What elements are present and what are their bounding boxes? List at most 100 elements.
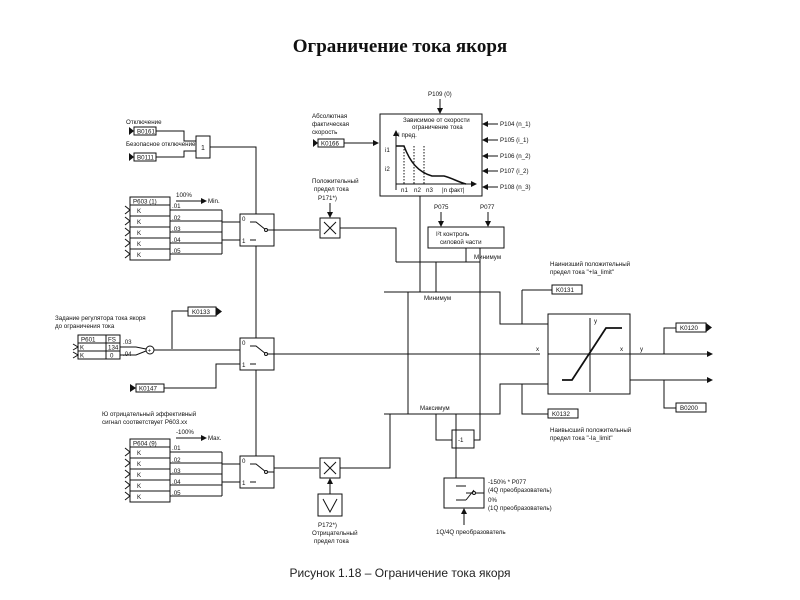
p077-label: P077: [480, 204, 495, 211]
svg-text:P603 (1): P603 (1): [133, 199, 157, 206]
svg-text:K: K: [80, 345, 85, 352]
summing-junction: +: [145, 345, 155, 355]
svg-text:K: K: [137, 450, 142, 457]
svg-text:y: y: [594, 318, 598, 325]
setpoint-label-1: Задание регулятора тока якоря: [55, 315, 146, 322]
svg-text:K: K: [137, 252, 142, 259]
p601-param-table: P601 FS K K 134 0 .03 .04: [72, 334, 147, 360]
svg-text:K0147: K0147: [139, 386, 157, 393]
q1q-label: (1Q преобразователь): [488, 505, 552, 512]
maximum-label: Максимум: [420, 405, 450, 412]
p075-label: P075: [434, 204, 449, 211]
abs-speed-label-2: фактическая: [312, 121, 349, 128]
svg-text:K: K: [80, 353, 85, 360]
connector-k0132: K0132: [547, 408, 579, 419]
pos-limit-label-1: Положительный: [312, 178, 359, 185]
highest-pos-label-2: предел тока "+Ia_limit": [550, 269, 614, 276]
svg-text:.03: .03: [172, 468, 181, 475]
neg-eff-label-1: Ю отрицательный эффективный: [102, 411, 197, 418]
q1q4q-label: 1Q/4Q преобразователь: [436, 529, 506, 536]
speed-dependent-limit-block: Зависимое от скорости ограничение тока I…: [379, 113, 483, 197]
svg-text:.05: .05: [172, 490, 181, 497]
svg-text:+: +: [148, 348, 152, 355]
svg-text:1: 1: [201, 145, 205, 152]
y-output-label: y: [640, 346, 644, 353]
lowest-neg-label-1: Наивысший положительный: [550, 427, 632, 434]
svg-text:.02: .02: [172, 457, 181, 464]
page-title: Ограничение тока якоря: [292, 36, 508, 57]
neg-limit-label-1: Отрицательный: [312, 530, 358, 537]
svg-text:P105 (i_1): P105 (i_1): [500, 137, 529, 144]
figure-caption: Рисунок 1.18 – Ограничение тока якоря: [289, 566, 511, 580]
svg-text:K0131: K0131: [556, 287, 574, 294]
svg-text:B0161: B0161: [137, 129, 155, 136]
pos-limit-label-2: предел тока: [314, 186, 349, 193]
svg-text:1: 1: [242, 362, 246, 369]
x-input-label: x: [536, 346, 540, 353]
svg-text:ограничение тока: ограничение тока: [412, 124, 463, 131]
neg-limit-label-2: предел тока: [314, 538, 349, 545]
p603-param-table: P603 (1) K K K K K .01 .02 .03 .04 .05: [124, 196, 223, 261]
p172-label: P172*): [318, 522, 337, 529]
svg-text:.03: .03: [123, 339, 132, 346]
multiplier-positive: [319, 217, 341, 239]
i2t-monitor-block: I²t контроль силовой части: [427, 226, 505, 249]
abs-speed-label-1: Абсолютная: [312, 113, 347, 120]
svg-text:i2: i2: [385, 166, 390, 173]
svg-text:I²t контроль: I²t контроль: [436, 231, 469, 238]
svg-text:P604 (9): P604 (9): [133, 441, 157, 448]
svg-text:K0132: K0132: [552, 411, 570, 418]
p104-108-params: P104 (n_1) P105 (i_1) P106 (n_2) P107 (i…: [482, 121, 531, 191]
abs-speed-label-3: скорость: [312, 129, 337, 136]
svg-text:0: 0: [110, 353, 114, 360]
svg-text:P601: P601: [81, 337, 96, 344]
svg-text:-1: -1: [458, 437, 464, 444]
svg-text:K: K: [137, 494, 142, 501]
svg-text:FS: FS: [108, 337, 116, 344]
svg-text:1: 1: [242, 238, 246, 245]
connector-k0166: K0166: [313, 138, 345, 148]
svg-text:K: K: [137, 472, 142, 479]
q4q-label: (4Q преобразователь): [488, 487, 552, 494]
p172-block: [317, 493, 343, 517]
disconnect-label: Отключение: [126, 119, 162, 126]
svg-text:n3: n3: [426, 187, 433, 194]
svg-text:K0166: K0166: [321, 141, 339, 148]
svg-text:1: 1: [242, 480, 246, 487]
svg-text:.04: .04: [172, 237, 181, 244]
svg-text:n1: n1: [401, 187, 408, 194]
quadrant-switch: [443, 477, 485, 509]
svg-text:P108 (n_3): P108 (n_3): [500, 184, 531, 191]
svg-text:P104 (n_1): P104 (n_1): [500, 121, 531, 128]
svg-text:силовой части: силовой части: [440, 239, 482, 246]
svg-text:K: K: [137, 241, 142, 248]
highest-pos-label-1: Наинизший положительный: [550, 261, 631, 268]
lowest-neg-label-2: предел тока "-Ia_limit": [550, 435, 613, 442]
svg-text:0: 0: [242, 216, 246, 223]
p604-param-table: P604 (9) K K K K K .01 .02 .03 .04 .05: [124, 438, 223, 503]
svg-text:Зависимое от скорости: Зависимое от скорости: [403, 117, 470, 124]
setpoint-label-2: до ограничения тока: [55, 323, 115, 330]
svg-text:B0200: B0200: [680, 405, 698, 412]
svg-text:n2: n2: [414, 187, 421, 194]
svg-text:.03: .03: [172, 226, 181, 233]
multiplier-negative: [319, 457, 341, 479]
svg-text:K: K: [137, 461, 142, 468]
svg-text:.04: .04: [172, 479, 181, 486]
svg-text:K: K: [137, 483, 142, 490]
connector-k0147: K0147: [130, 383, 165, 393]
svg-text:P106 (n_2): P106 (n_2): [500, 153, 531, 160]
p171-label: P171*): [318, 195, 337, 202]
limiter-block: y x: [547, 313, 631, 395]
svg-text:|n факт|: |n факт|: [442, 187, 465, 194]
minimum-label-1: Минимум: [474, 254, 501, 261]
svg-text:P107 (i_2): P107 (i_2): [500, 168, 529, 175]
minus100-label: -100%: [176, 429, 194, 436]
svg-text:I пред.: I пред.: [398, 132, 417, 139]
switch-positive: 0 1: [239, 213, 275, 247]
connector-k0133: K0133: [187, 306, 222, 317]
q0-label: 0%: [488, 497, 497, 504]
max-label: Max.: [208, 435, 222, 442]
svg-text:i1: i1: [385, 147, 390, 154]
